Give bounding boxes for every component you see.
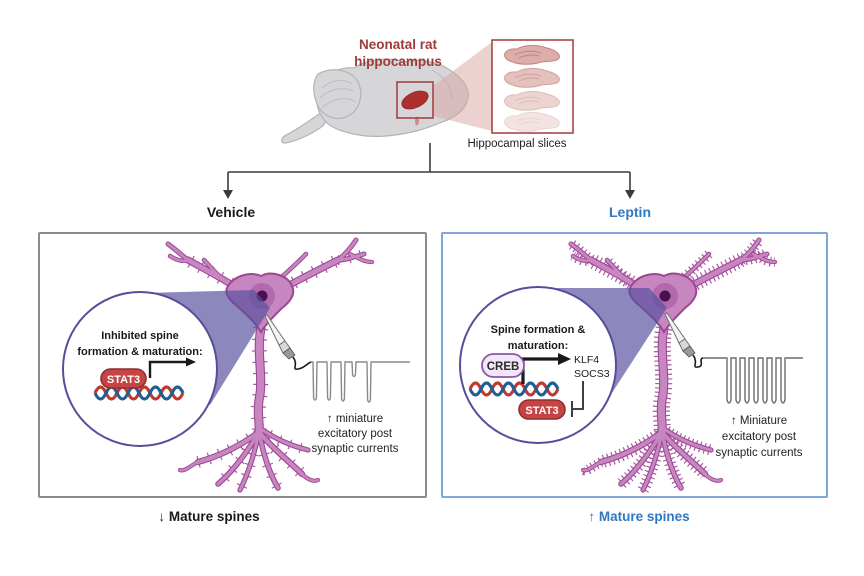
transcription-arrow-icon <box>148 357 196 378</box>
creb-label: CREB <box>487 361 520 373</box>
klf4-label: KLF4 <box>574 354 599 366</box>
trace-caption-line3: synaptic currents <box>312 443 399 455</box>
trace-caption-line2: excitatory post <box>318 428 393 440</box>
nucleus <box>659 290 671 302</box>
dna-helix <box>468 381 560 397</box>
leptin-neuron <box>567 236 778 493</box>
branch-connector <box>227 143 631 190</box>
slice-2 <box>504 68 560 88</box>
trace-caption-line3: synaptic currents <box>716 447 803 459</box>
leptin-arrowhead-icon <box>625 190 635 199</box>
hippocampus-highlight-box <box>396 81 434 119</box>
slice-4 <box>504 112 560 132</box>
brainstem-cord <box>281 111 327 144</box>
vehicle-label: Vehicle <box>206 204 256 220</box>
magnifier-title-line1: Spine formation & <box>491 324 586 336</box>
leptin-panel: Spine formation & maturation: CREB KLF4 … <box>441 232 828 498</box>
patch-pipette <box>664 312 704 368</box>
magnifier-title-line2: maturation: <box>508 340 569 352</box>
vehicle-arrowhead-icon <box>223 190 233 199</box>
slices-label: Hippocampal slices <box>467 138 567 150</box>
stat3-label: STAT3 <box>107 374 140 386</box>
mepsc-trace <box>311 361 410 403</box>
vehicle-outcome-label: ↓ Mature spines <box>158 509 260 524</box>
electrode-wire <box>292 356 312 370</box>
leptin-outcome-label: ↑ Mature spines <box>588 509 690 524</box>
mepsc-trace <box>703 357 803 404</box>
electrode-wire <box>692 354 704 368</box>
trace-caption-line1: ↑ Miniature <box>731 415 787 427</box>
inhibition-connector-icon <box>571 381 584 417</box>
vehicle-panel: Inhibited spine formation & maturation: … <box>38 232 427 498</box>
figure-title-line2: hippocampus <box>354 54 442 69</box>
cerebellum <box>313 69 362 119</box>
slices-beam <box>433 42 492 131</box>
creb-pill: CREB <box>481 353 525 378</box>
socs3-label: SOCS3 <box>574 368 610 380</box>
slice-1 <box>504 45 560 65</box>
figure-title: Neonatal rat hippocampus <box>323 36 473 70</box>
magnifier-title-line2: formation & maturation: <box>77 346 202 358</box>
patch-pipette <box>264 314 312 370</box>
stat3-label: STAT3 <box>525 405 558 417</box>
figure-title-line1: Neonatal rat <box>358 37 438 52</box>
header-graphics <box>223 39 635 199</box>
trace-caption-line1: ↑ miniature <box>327 413 383 425</box>
stat3-pill: STAT3 <box>518 399 566 420</box>
stat3-pill: STAT3 <box>100 368 147 389</box>
hippocampal-slices-box <box>491 39 574 134</box>
trace-caption-line2: excitatory post <box>722 431 797 443</box>
vehicle-neuron <box>165 237 375 493</box>
magnifier-circle <box>459 286 617 444</box>
magnifier-title-line1: Inhibited spine <box>101 330 179 342</box>
hippocampus-shape <box>401 90 429 110</box>
hippocampus-highlight <box>396 81 434 126</box>
leptin-label: Leptin <box>609 204 651 220</box>
slice-3 <box>504 91 560 111</box>
